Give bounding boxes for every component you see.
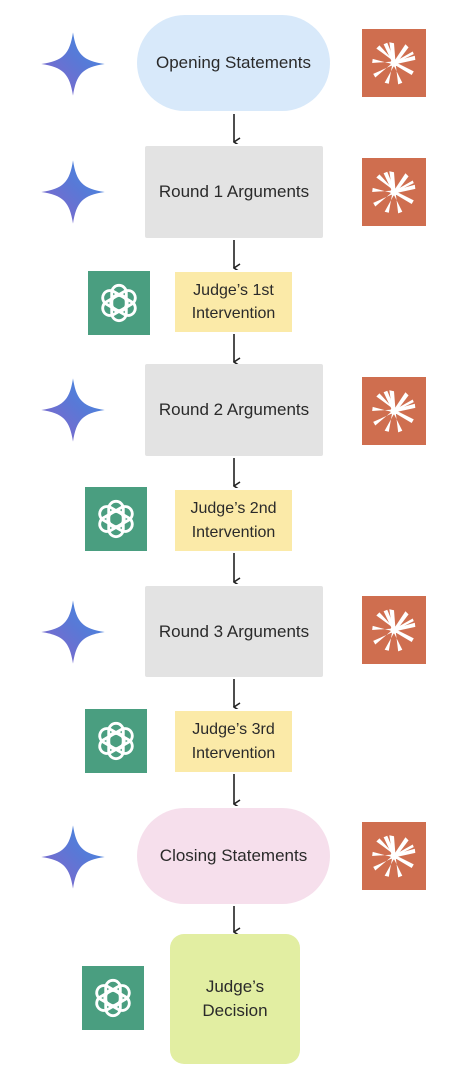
arrow-down-icon [225, 114, 243, 144]
openai-icon [85, 487, 147, 551]
gemini-icon [40, 824, 106, 890]
judge-3rd-intervention-node: Judge’s 3rd Intervention [175, 711, 292, 772]
closing-statements-node: Closing Statements [137, 808, 330, 904]
gemini-icon [40, 377, 106, 443]
claude-icon [362, 29, 426, 97]
openai-icon [85, 709, 147, 773]
arrow-down-icon [225, 774, 243, 806]
claude-icon [362, 822, 426, 890]
arrow-down-icon [225, 553, 243, 584]
arrow-down-icon [225, 240, 243, 270]
round-2-arguments-node: Round 2 Arguments [145, 364, 323, 456]
gemini-icon [40, 159, 106, 225]
judge-1st-intervention-node: Judge’s 1st Intervention [175, 272, 292, 332]
arrow-down-icon [225, 906, 243, 934]
round-3-arguments-node: Round 3 Arguments [145, 586, 323, 677]
gemini-icon [40, 599, 106, 665]
round-1-arguments-node: Round 1 Arguments [145, 146, 323, 238]
claude-icon [362, 158, 426, 226]
judge-2nd-intervention-node: Judge’s 2nd Intervention [175, 490, 292, 551]
gemini-icon [40, 31, 106, 97]
openai-icon [82, 966, 144, 1030]
arrow-down-icon [225, 334, 243, 364]
claude-icon [362, 596, 426, 664]
opening-statements-node: Opening Statements [137, 15, 330, 111]
arrow-down-icon [225, 458, 243, 488]
judges-decision-node: Judge’s Decision [170, 934, 300, 1064]
claude-icon [362, 377, 426, 445]
arrow-down-icon [225, 679, 243, 709]
openai-icon [88, 271, 150, 335]
